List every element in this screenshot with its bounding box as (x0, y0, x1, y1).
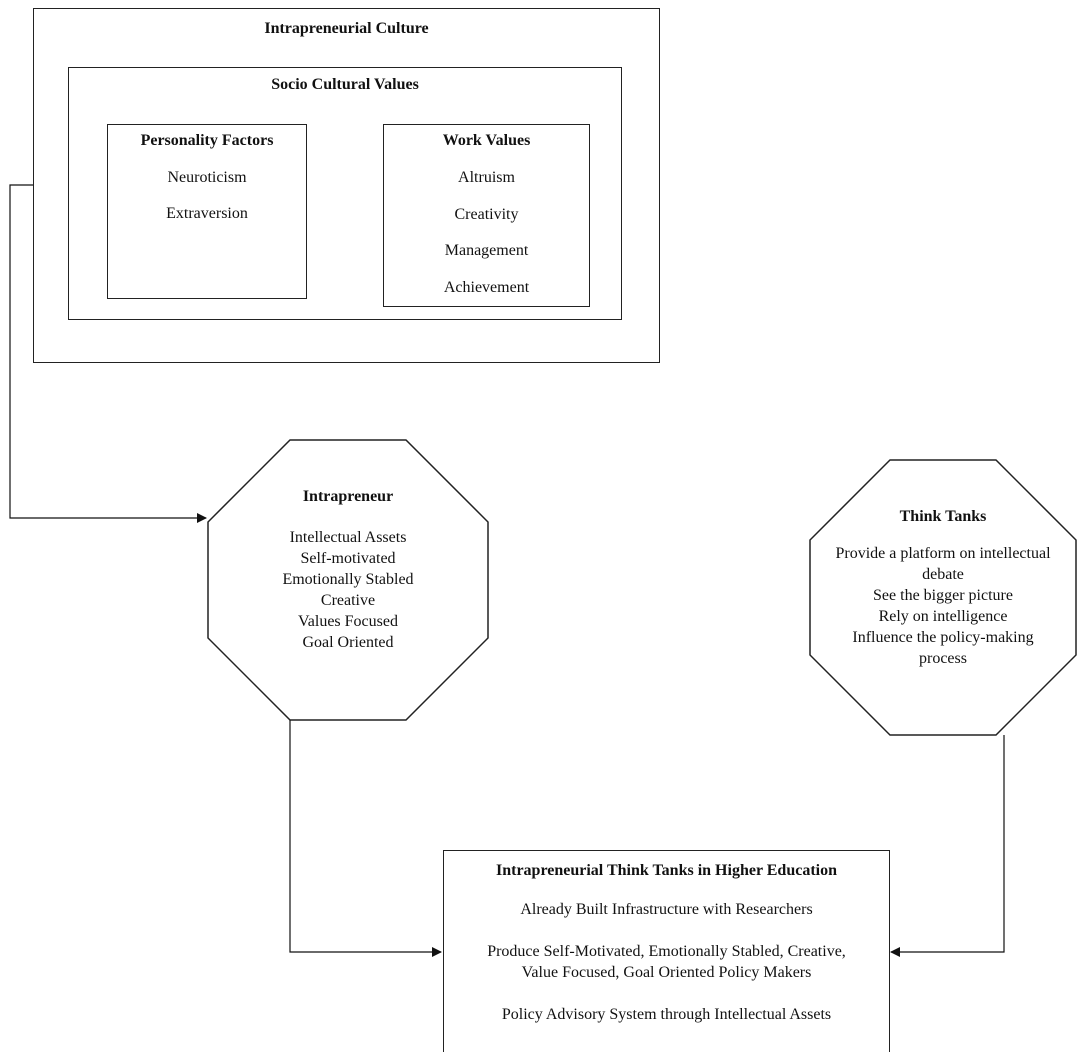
thinktanks-to-highered-arrow (890, 735, 1005, 957)
culture-to-intrapreneur-arrow (9, 184, 207, 523)
higher-education-item: Produce Self-Motivated, Emotionally Stab… (487, 943, 846, 960)
work-values-item: Achievement (443, 279, 530, 296)
intrapreneur-node: Intrapreneur Intellectual Assets Self-mo… (218, 486, 478, 653)
higher-education-box: Intrapreneurial Think Tanks in Higher Ed… (443, 850, 890, 1052)
socio-cultural-values-title: Socio Cultural Values (271, 76, 419, 93)
higher-education-item: Value Focused, Goal Oriented Policy Make… (521, 964, 812, 981)
intrapreneur-item: Intellectual Assets (289, 529, 407, 546)
think-tanks-item: Rely on intelligence (878, 608, 1008, 625)
personality-item: Extraversion (166, 205, 248, 222)
think-tanks-item: Provide a platform on intellectual (835, 545, 1051, 562)
think-tanks-title: Think Tanks (899, 508, 987, 525)
intrapreneur-title: Intrapreneur (302, 488, 394, 505)
personality-item: Neuroticism (167, 169, 247, 186)
higher-education-title: Intrapreneurial Think Tanks in Higher Ed… (495, 862, 837, 879)
think-tanks-item: debate (922, 566, 964, 583)
work-values-title: Work Values (442, 132, 531, 149)
think-tanks-octagon (809, 459, 1077, 736)
intrapreneur-item: Self-motivated (300, 550, 396, 567)
think-tanks-node: Think Tanks Provide a platform on intell… (812, 506, 1074, 669)
intrapreneur-to-highered-arrow (289, 720, 442, 957)
work-values-item: Altruism (458, 169, 515, 186)
higher-education-item: Policy Advisory System through Intellect… (501, 1006, 832, 1023)
higher-education-item: Already Built Infrastructure with Resear… (520, 901, 813, 918)
work-values-item: Creativity (454, 206, 519, 223)
think-tanks-item: process (919, 650, 967, 667)
intrapreneur-item: Goal Oriented (302, 634, 394, 651)
work-values-box: Work Values Altruism Creativity Manageme… (383, 124, 590, 307)
intrapreneur-octagon (207, 439, 489, 721)
personality-factors-title: Personality Factors (140, 132, 274, 149)
intrapreneur-item: Creative (320, 592, 376, 609)
work-values-item: Management (444, 242, 529, 259)
intrapreneurial-culture-box: Intrapreneurial Culture (33, 8, 660, 363)
intrapreneur-item: Values Focused (298, 613, 398, 630)
think-tanks-item: See the bigger picture (873, 587, 1013, 604)
intrapreneurial-culture-title: Intrapreneurial Culture (264, 20, 429, 37)
personality-factors-box: Personality Factors Neuroticism Extraver… (107, 124, 307, 299)
think-tanks-item: Influence the policy-making (852, 629, 1034, 646)
socio-cultural-values-box: Socio Cultural Values (68, 67, 622, 320)
intrapreneur-item: Emotionally Stabled (282, 571, 414, 588)
